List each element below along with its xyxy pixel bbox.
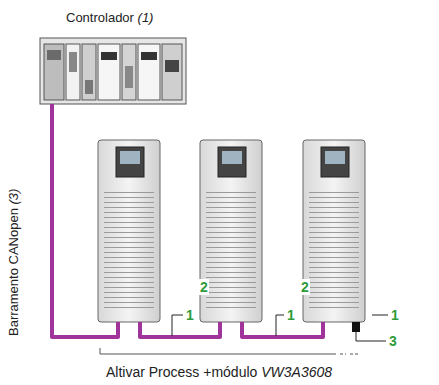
callout-number: 1 (390, 307, 400, 323)
callout-number: 2 (199, 279, 209, 295)
label-text: (3) (6, 189, 21, 205)
callout-number: 2 (300, 279, 310, 295)
bus-label: Barramento CANopen (3) (6, 189, 21, 336)
callout-number: 1 (185, 307, 195, 323)
callout-number: 3 (388, 333, 398, 349)
label-text: Controlador (66, 10, 134, 25)
label-text: Altivar Process +módulo (106, 364, 257, 380)
drive-label: Altivar Process +módulo VW3A3608 (106, 364, 332, 380)
altivar-drives (98, 140, 365, 332)
leader-lines (172, 315, 388, 341)
controller-label: Controlador (1) (66, 10, 153, 25)
label-text: Barramento CANopen (6, 208, 21, 336)
controller-rack (40, 38, 186, 104)
callout-number: 1 (286, 307, 296, 323)
terminator (352, 322, 360, 332)
canopen-cable (52, 104, 323, 337)
label-text: VW3A3608 (261, 364, 332, 380)
bracket (100, 348, 360, 354)
label-text: (1) (138, 10, 154, 25)
